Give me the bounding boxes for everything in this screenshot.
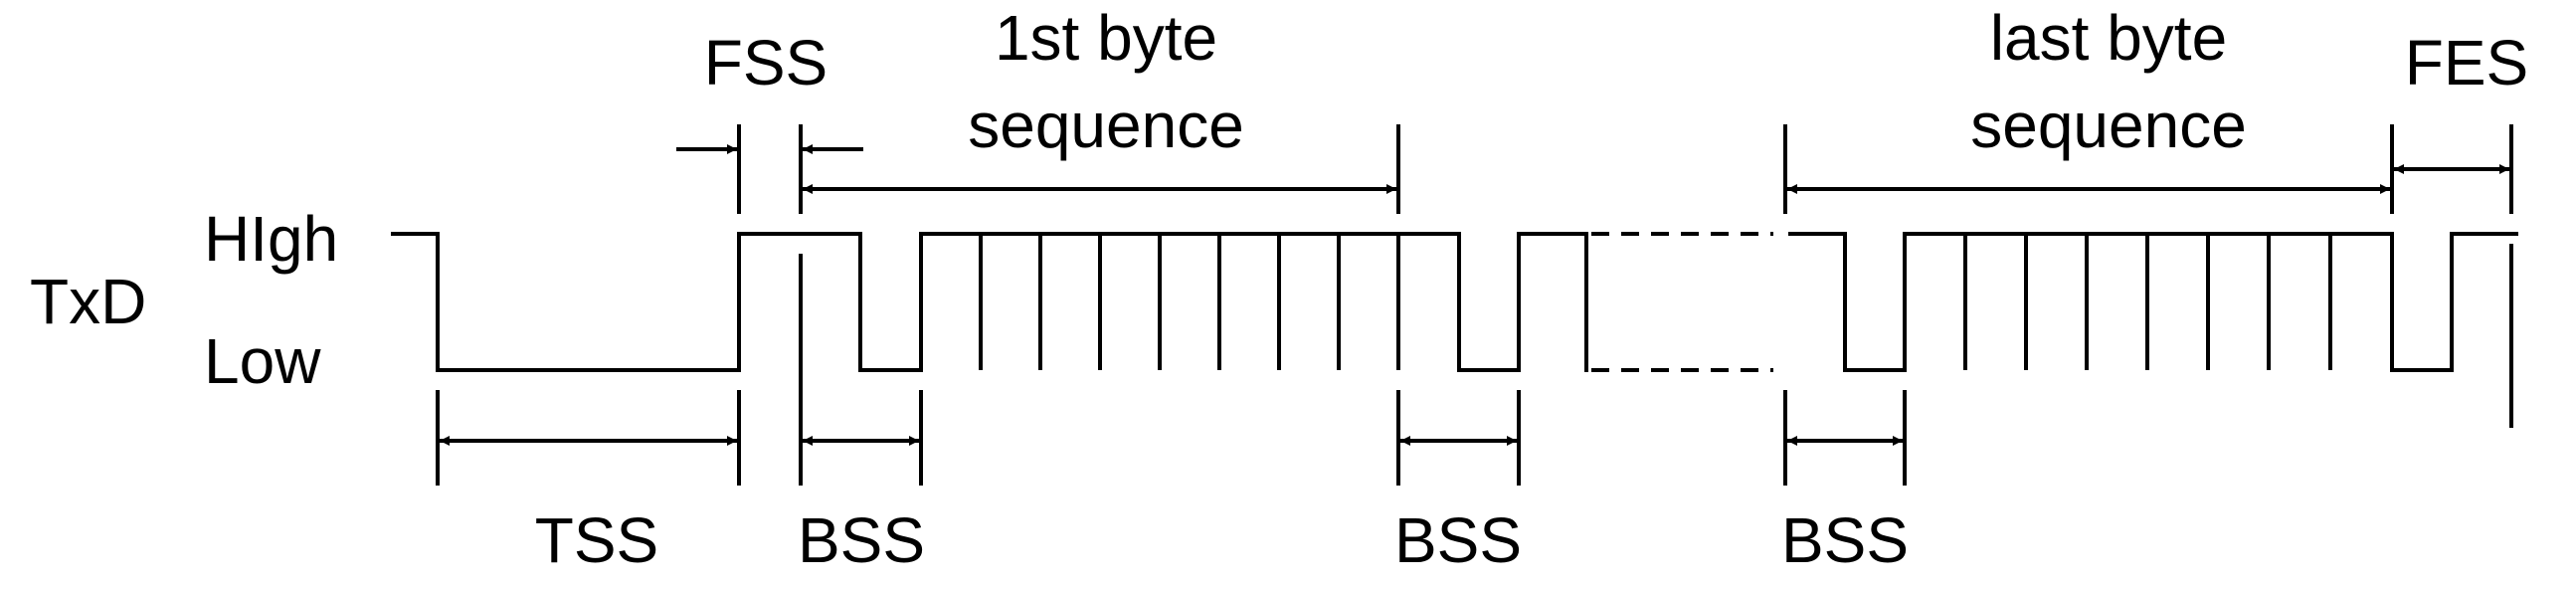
level-label-low: Low xyxy=(204,325,321,397)
first-sequence-label-line1: 1st byte xyxy=(995,2,1217,74)
bss-label-3: BSS xyxy=(1781,504,1909,576)
extension-lines-top xyxy=(737,124,2513,214)
signal-waveform-end xyxy=(1788,232,2518,372)
level-label-high: HIgh xyxy=(204,203,338,275)
signal-label-txd: TxD xyxy=(30,266,146,337)
last-sequence-label-line2: sequence xyxy=(1970,90,2247,161)
first-sequence-label-line2: sequence xyxy=(968,90,1244,161)
last-byte-bit-dividers xyxy=(1963,234,2332,370)
extension-lines-bottom xyxy=(436,244,2513,486)
first-byte-bit-dividers xyxy=(979,234,1400,370)
fss-label: FSS xyxy=(704,27,828,98)
tss-label: TSS xyxy=(535,504,658,576)
bss-label-1: BSS xyxy=(798,504,925,576)
last-sequence-label-line1: last byte xyxy=(1990,2,2227,74)
fes-label: FES xyxy=(2405,27,2528,98)
signal-waveform-start xyxy=(391,232,1588,372)
bss-label-2: BSS xyxy=(1394,504,1522,576)
